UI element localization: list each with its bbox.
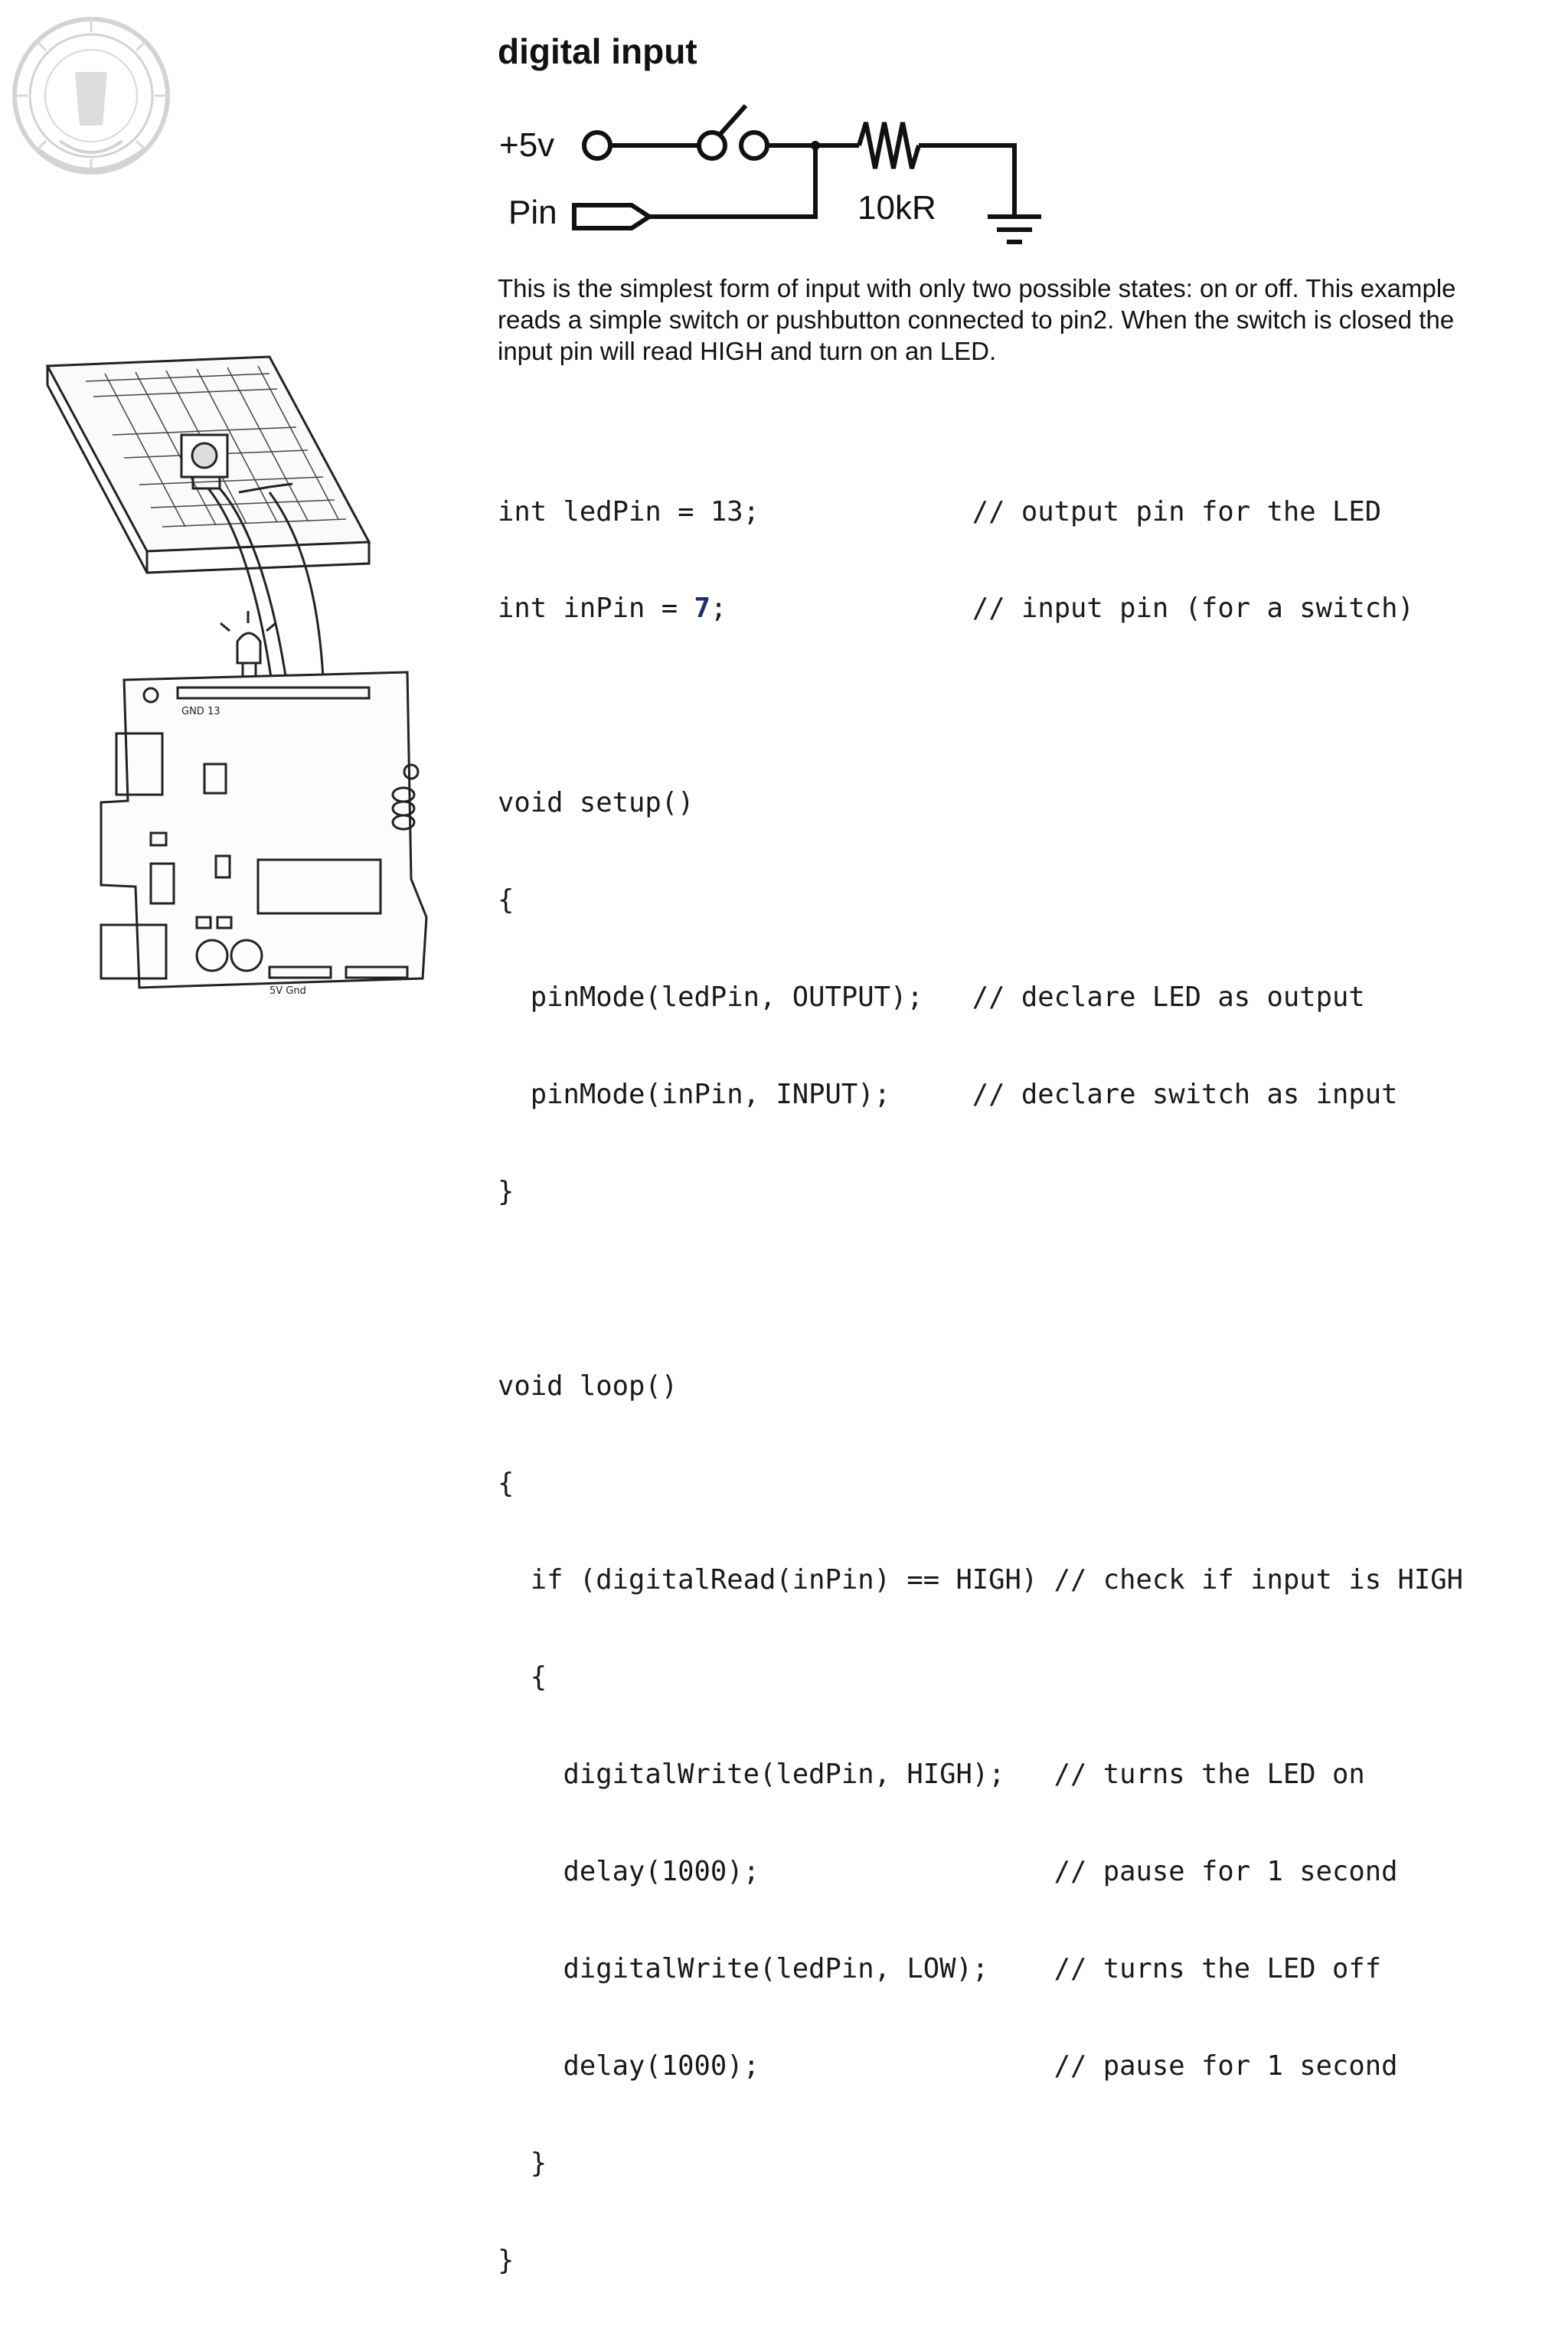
junction-dot: [811, 141, 820, 150]
wire-ground: [919, 143, 1017, 217]
code-listing: int ledPin = 13; // output pin for the L…: [498, 431, 1463, 2342]
switch-contact-left: [697, 130, 727, 161]
code-segment: ; // input pin (for a switch): [710, 593, 1414, 625]
code-line: void setup(): [498, 787, 694, 819]
code-line: digitalWrite(ledPin, LOW); // turns the …: [498, 1952, 1382, 1984]
code-line: digitalWrite(ledPin, HIGH); // turns the…: [498, 1759, 1365, 1791]
code-line: {: [498, 884, 514, 916]
pin-connector-symbol: [572, 203, 654, 230]
resistor-symbol: [857, 122, 921, 169]
code-line: {: [498, 1467, 514, 1499]
slide: 5V Gnd GND 13 digital input +5v Pin 10kR…: [12, 17, 1463, 2276]
resistor-label: 10kR: [858, 189, 936, 227]
code-line: }: [498, 1175, 514, 1207]
code-line: {: [498, 1661, 547, 1694]
code-line: if (digitalRead(inPin) == HIGH) // check…: [498, 1564, 1463, 1596]
institute-seal-logo: [12, 17, 170, 175]
code-line: }: [498, 2147, 547, 2179]
code-line: int ledPin = 13; // output pin for the L…: [498, 495, 1382, 528]
pin-label: Pin: [508, 194, 557, 231]
supply-terminal: [582, 130, 612, 161]
switch-contact-right: [739, 130, 769, 161]
description-text: This is the simplest form of input with …: [498, 274, 1456, 365]
code-line: int inPin = 7; // input pin (for a switc…: [498, 593, 1463, 625]
supply-label: +5v: [499, 126, 554, 164]
code-line: [498, 1273, 1463, 1305]
circuit-schematic: +5v Pin 10kR: [499, 103, 1041, 244]
code-highlighted-value: 7: [694, 593, 710, 625]
code-line: delay(1000); // pause for 1 second: [498, 2050, 1398, 2082]
board-marking-bottom: 5V Gnd: [270, 985, 306, 997]
switch-lever: [717, 103, 748, 137]
slide-title: digital input: [498, 31, 697, 71]
code-line: void loop(): [498, 1370, 678, 1402]
code-line: delay(1000); // pause for 1 second: [498, 1856, 1398, 1888]
wire-pin: [649, 145, 818, 219]
code-line: pinMode(ledPin, OUTPUT); // declare LED …: [498, 982, 1365, 1014]
code-line: pinMode(inPin, INPUT); // declare switch…: [498, 1078, 1398, 1110]
code-line: }: [498, 2244, 514, 2276]
code-segment: int inPin =: [498, 593, 694, 625]
arduino-breadboard-pushbutton-illustration: 5V Gnd GND 13: [45, 355, 428, 997]
code-line: [498, 690, 1463, 722]
board-marking-top: GND 13: [181, 706, 220, 717]
